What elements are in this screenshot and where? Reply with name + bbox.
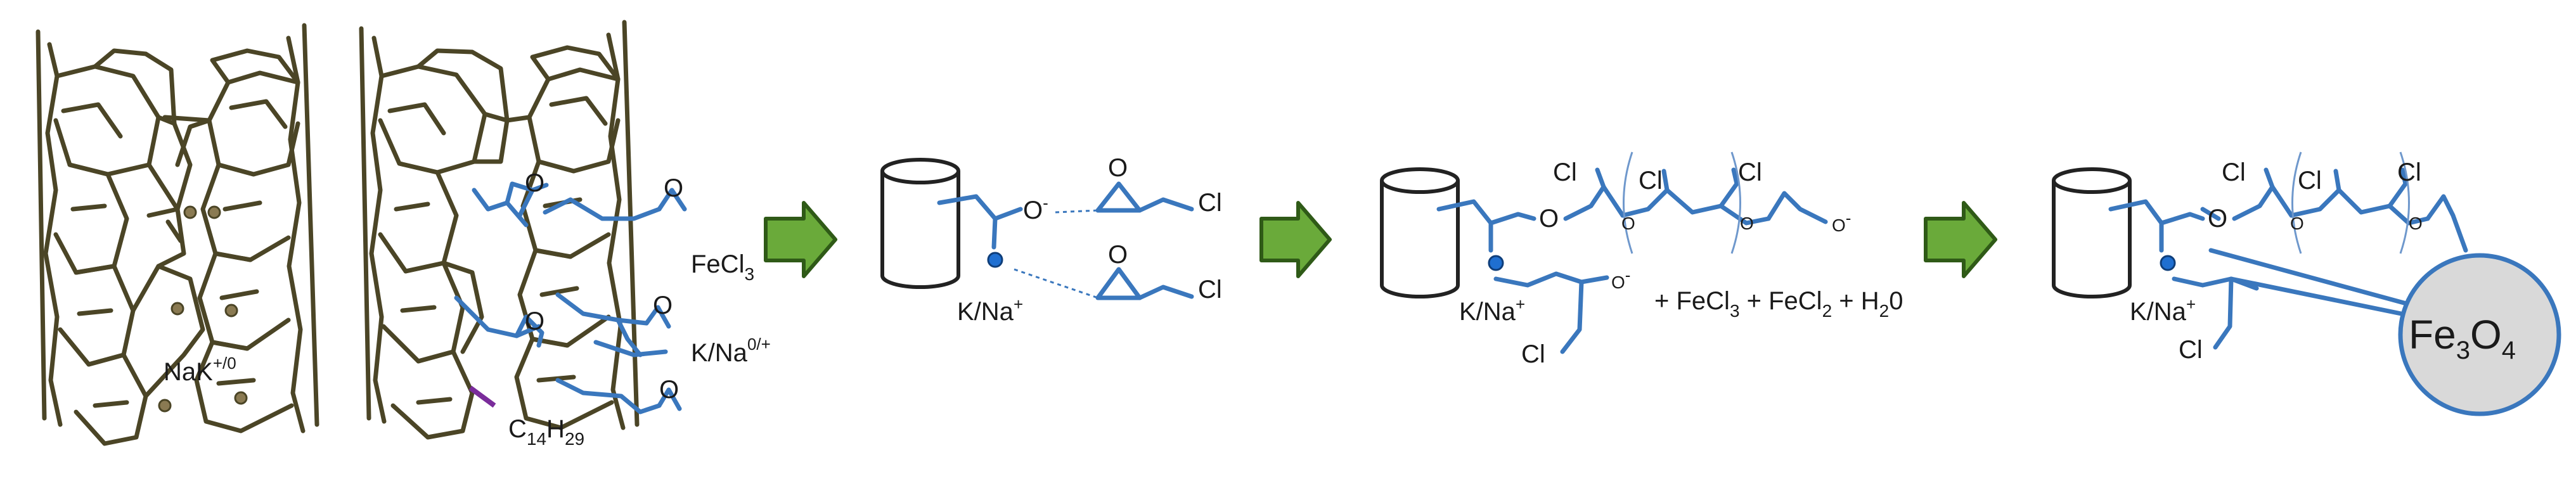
repeat-bracket-left [2291,151,2302,254]
svg-text:Cl: Cl [2222,158,2246,186]
panel-4-labels: O O O Cl Cl Cl Cl O- O- [1521,158,1851,368]
svg-text:O: O [2290,214,2304,233]
svg-text:O: O [1740,214,1754,233]
svg-text:O-: O- [1611,266,1630,292]
panel-4-polymer-growth: O O O Cl Cl Cl Cl O- O- K/Na+ + FeCl3 + … [1380,151,1903,368]
fecl3-label: FeCl3 [691,250,754,284]
svg-text:O: O [1539,205,1559,233]
svg-text:O: O [2208,205,2227,233]
nanotube-cylinder [880,158,960,289]
repeat-bracket-left [1623,151,1633,254]
dashed-attack-2 [1014,268,1098,299]
svg-text:Cl: Cl [1553,158,1577,186]
reaction-arrow-2 [1259,201,1332,278]
svg-text:O: O [653,292,673,319]
nanotube-cylinder [2052,167,2132,298]
svg-text:O: O [525,307,544,335]
epichlorohydrin-2: O Cl [1095,241,1222,304]
dashed-attack-1 [1055,209,1098,214]
cation-dot [1488,255,1504,271]
polyether-chain [2108,167,2468,350]
k-na-cation-label: K/Na+ [2130,295,2196,326]
svg-text:Cl: Cl [1198,276,1222,304]
panel-5-magnetite-composite: O O O Cl Cl Cl Cl K/Na+ Fe3O4 [2052,151,2561,416]
alkyl-chain-label: C14H29 [508,415,584,449]
nanotube-left [35,29,205,446]
reaction-arrow-3 [1924,201,1997,278]
cation-dot [2160,255,2176,271]
svg-text:Fe3O4: Fe3O4 [2409,312,2516,364]
nanotube-cylinder [1380,167,1460,298]
svg-text:O: O [1108,154,1128,182]
svg-text:Cl: Cl [1521,340,1545,368]
nanotube-functionalised-left [359,26,510,440]
svg-text:Cl: Cl [2179,336,2203,364]
nak-label: NaK+/0 [164,354,236,386]
svg-text:O: O [2409,214,2423,233]
repeat-bracket-right [2399,151,2410,254]
panel-1-nanotube-bundle: NaK+/0 [35,23,319,446]
repeat-bracket-right [1730,151,1741,254]
alkyl-bond [468,385,496,408]
k-na-cation-label: K/Na+ [957,295,1023,326]
svg-text:Cl: Cl [2298,167,2322,195]
reagents-label: + FeCl3 + FeCl2 + H20 [1654,287,1903,321]
svg-text:Cl: Cl [1198,189,1222,217]
k-na-cation-label: K/Na+ [1459,295,1525,326]
polyether-chain [1436,167,1828,354]
svg-text:O: O [525,169,544,197]
alkoxide-oxygen: O- [1023,193,1048,224]
alkoxide-chain [937,194,1023,221]
svg-text:Cl: Cl [2397,158,2421,186]
svg-text:O: O [659,376,679,404]
panel-5-labels: O O O Cl Cl Cl Cl [2179,158,2423,364]
svg-text:Cl: Cl [1738,158,1762,186]
svg-text:O: O [1108,241,1128,269]
cation-dot [987,252,1003,268]
k-na-label: K/Na0/+ [691,335,771,367]
electron-dots [158,205,248,413]
svg-text:O: O [1621,214,1635,233]
svg-text:O-: O- [1832,208,1851,235]
epoxide-oxygen-labels: O O O O O [525,169,683,404]
nanotube-right [162,23,319,433]
reaction-arrow-1 [764,201,837,278]
svg-text:Cl: Cl [1639,167,1663,195]
panel-2-functionalised-nanotubes: O O O O O C14H29 FeCl3 K/Na0/+ [359,20,771,449]
epoxide-chains [454,181,687,414]
epichlorohydrin-1: O Cl [1095,154,1222,217]
svg-text:O: O [664,174,683,202]
panel-3-initiation: O- O Cl O Cl K/Na+ [880,154,1222,326]
fe3o4-nanoparticle: Fe3O4 [2398,253,2561,416]
